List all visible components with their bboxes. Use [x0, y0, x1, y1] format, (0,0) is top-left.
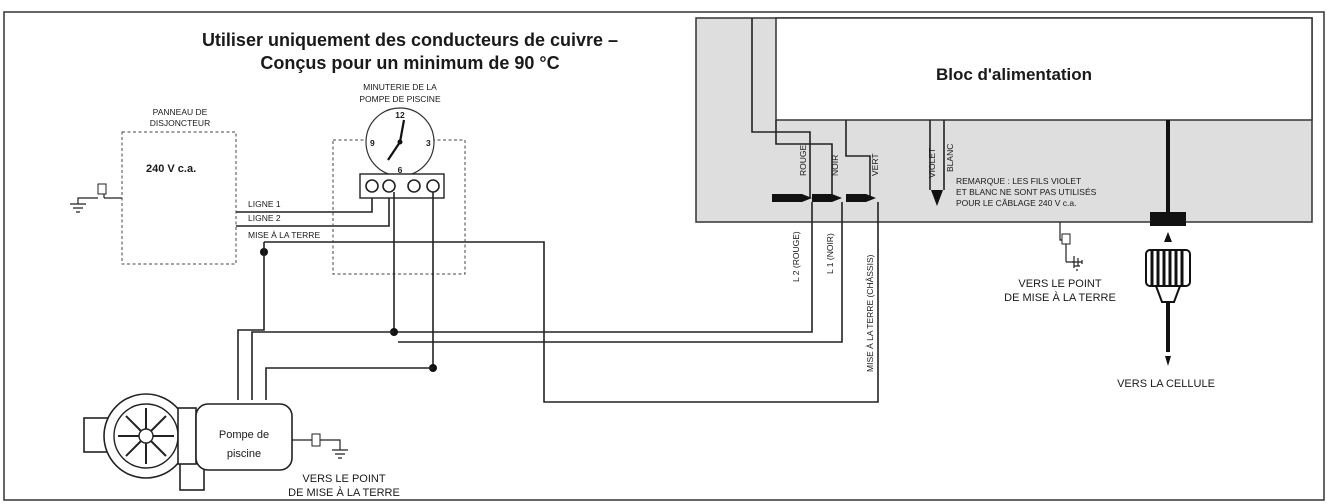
clock-9: 9 [370, 138, 375, 148]
title-line-2: Conçus pour un minimum de 90 °C [260, 53, 559, 73]
terminal-3 [407, 179, 421, 193]
psu-ground-label-1: VERS LE POINT [1018, 278, 1101, 290]
wire-nut-noir [812, 194, 842, 202]
psu-wire-vert [845, 120, 871, 198]
breaker-panel-voltage: 240 V c.a. [146, 163, 196, 175]
breaker-panel-box [121, 131, 237, 265]
clock-6: 6 [398, 165, 403, 175]
field-wire-l2 [394, 202, 813, 333]
psu-ground-label-2: DE MISE À LA TERRE [1004, 291, 1116, 304]
pool-pump-icon [83, 393, 293, 491]
timer-label-2: POMPE DE PISCINE [359, 94, 441, 104]
cell-cable-boot [1150, 212, 1186, 226]
breaker-panel-label-1: PANNEAU DE [153, 107, 208, 117]
timer-clock-icon [365, 107, 435, 177]
timer-label-1: MINUTERIE DE LA [363, 82, 437, 92]
terminal-4 [426, 179, 440, 193]
breaker-ground-lug [77, 183, 122, 204]
ground-symbol-breaker [70, 203, 86, 213]
panel-ground-label: MISE À LA TERRE [248, 230, 320, 240]
psu-wire-violet-label: VIOLET [927, 148, 937, 178]
terminal-1 [365, 179, 379, 193]
pump-label-2: piscine [227, 448, 261, 460]
psu-note-line-2: ET BLANC NE SONT PAS UTILISÉS [956, 187, 1097, 197]
psu-wire-blanc-label: BLANC [945, 144, 955, 172]
psu-ground-lug [1059, 222, 1082, 271]
clock-3: 3 [426, 138, 431, 148]
title-line-1: Utiliser uniquement des conducteurs de c… [202, 30, 618, 50]
field-wire-l1 [398, 202, 843, 343]
psu-wire-noir-label: NOIR [830, 155, 840, 176]
psu-wire-rouge [751, 18, 811, 198]
power-supply-label: Bloc d'alimentation [936, 65, 1092, 84]
clock-12: 12 [395, 110, 405, 120]
psu-note-line-3: POUR LE CÂBLAGE 240 V c.a. [956, 198, 1076, 208]
field-wire-l2-label: L 2 (ROUGE) [791, 231, 801, 282]
pump-label-1: Pompe de [219, 429, 269, 441]
field-wire-ground-label: MISE À LA TERRE (CHÂSSIS) [865, 254, 875, 372]
ground-symbol-pump [332, 449, 348, 459]
psu-wire-noir [775, 120, 833, 198]
ground-symbol-psu [1066, 256, 1083, 268]
wire-nut-vert [846, 194, 876, 202]
cell-label: VERS LA CELLULE [1117, 378, 1215, 390]
cell-connector-icon [1145, 249, 1191, 303]
pump-ground-label-1: VERS LE POINT [302, 473, 385, 485]
wire-pump-l2 [251, 331, 394, 400]
cell-cable-end-arrow [1165, 356, 1171, 366]
wire-line2 [236, 190, 390, 227]
psu-wire-rouge-label: ROUGE [798, 145, 808, 177]
psu-unused-wires-end [931, 190, 943, 206]
psu-wire-vert-label: VERT [870, 153, 880, 176]
power-supply-box [775, 17, 1313, 121]
cell-cable-arrow [1164, 232, 1172, 242]
psu-note-line-1: REMARQUE : LES FILS VIOLET [956, 176, 1081, 186]
panel-line1-label: LIGNE 1 [248, 199, 281, 209]
breaker-panel-label-2: DISJONCTEUR [150, 118, 210, 128]
panel-line2-label: LIGNE 2 [248, 213, 281, 223]
terminal-2 [382, 179, 396, 193]
wire-pump-l1 [265, 367, 433, 400]
pump-ground-lug [292, 433, 341, 450]
wire-pump-ground [237, 242, 265, 400]
field-wire-l1-label: L 1 (NOIR) [825, 233, 835, 274]
wire-nut-rouge [772, 194, 812, 202]
field-wire-ground [264, 202, 879, 403]
diagram-frame [3, 11, 1325, 501]
pump-ground-label-2: DE MISE À LA TERRE [288, 486, 400, 499]
